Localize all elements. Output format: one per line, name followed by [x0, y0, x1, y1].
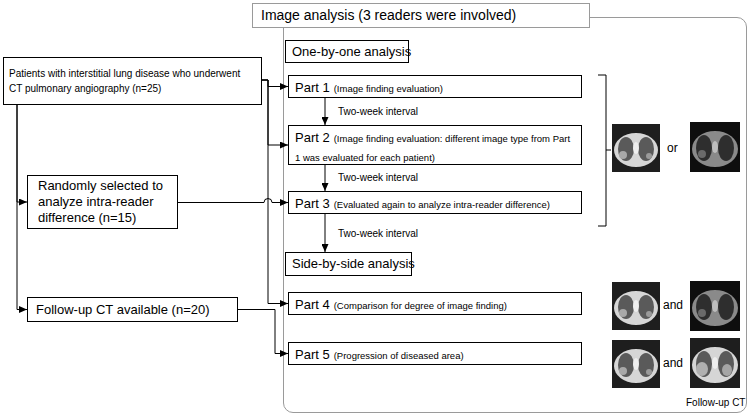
part-name: Part 3	[295, 196, 330, 211]
part-description: (Evaluated again to analyze intra-reader…	[334, 199, 550, 210]
annotation-label: Two-week interval	[338, 172, 418, 183]
ct-thumbnail	[690, 122, 740, 172]
subset-box: Randomly selected to analyze intra-reade…	[27, 175, 178, 229]
annotation-label: Follow-up CT	[686, 397, 745, 408]
flow-arrow	[325, 165, 326, 191]
part-box: Part 3 (Evaluated again to analyze intra-…	[288, 191, 582, 214]
flow-arrow	[178, 199, 288, 203]
part-box: Part 5 (Progression of diseased area)	[288, 342, 582, 365]
part-box: Part 2(Image finding evaluation: differe…	[288, 125, 582, 165]
part-description: (Comparison for degree of image finding)	[334, 300, 507, 311]
annotation-label: Two-week interval	[338, 106, 418, 117]
ct-thumbnail	[612, 340, 660, 388]
ct-thumbnail	[612, 124, 660, 172]
part-box: Part 4 (Comparison for degree of image fi…	[288, 292, 582, 315]
part-name: Part 1	[295, 80, 330, 95]
panel-title: Image analysis (3 readers were involved)	[252, 3, 590, 28]
flow-arrow	[17, 105, 27, 310]
part-name: Part 4	[295, 297, 330, 312]
part-name: Part 5	[295, 347, 330, 362]
section-title: One-by-one analysis	[292, 44, 411, 59]
part-name: Part 2	[295, 130, 330, 145]
annotation-label: or	[667, 141, 678, 155]
group-bracket	[598, 75, 611, 226]
annotation-label: and	[663, 356, 683, 370]
flow-arrow	[262, 80, 288, 145]
analysis-panel: Image analysis (3 readers were involved)…	[283, 17, 747, 413]
followup-box: Follow-up CT available (n=20)	[27, 297, 238, 322]
part-description: (Image finding evaluation)	[334, 83, 443, 94]
flow-arrow	[325, 98, 326, 125]
flow-arrow	[262, 80, 288, 87]
ct-thumbnail	[690, 338, 740, 388]
annotation-label: Two-week interval	[338, 228, 418, 239]
annotation-label: and	[663, 298, 683, 312]
section-title: Side-by-side analysis	[292, 256, 415, 271]
flow-arrow	[17, 105, 27, 202]
part-box: Part 1 (Image finding evaluation)	[288, 75, 582, 98]
section-header: One-by-one analysis	[285, 40, 409, 63]
ct-thumbnail	[612, 282, 660, 330]
cohort-box: Patients with interstitial lung disease …	[3, 57, 262, 105]
section-header: Side-by-side analysis	[285, 252, 412, 276]
flow-arrow	[325, 214, 326, 252]
flow-arrow	[238, 310, 288, 354]
flow-arrow	[262, 80, 288, 304]
box-text: Follow-up CT available (n=20)	[36, 302, 210, 317]
part-description: (Progression of diseased area)	[334, 350, 464, 361]
ct-thumbnail	[690, 281, 740, 331]
box-text: Patients with interstitial lung disease …	[9, 68, 240, 94]
box-text: Randomly selected to analyze intra-reade…	[38, 178, 163, 225]
part-description: (Image finding evaluation: different ima…	[295, 133, 570, 163]
